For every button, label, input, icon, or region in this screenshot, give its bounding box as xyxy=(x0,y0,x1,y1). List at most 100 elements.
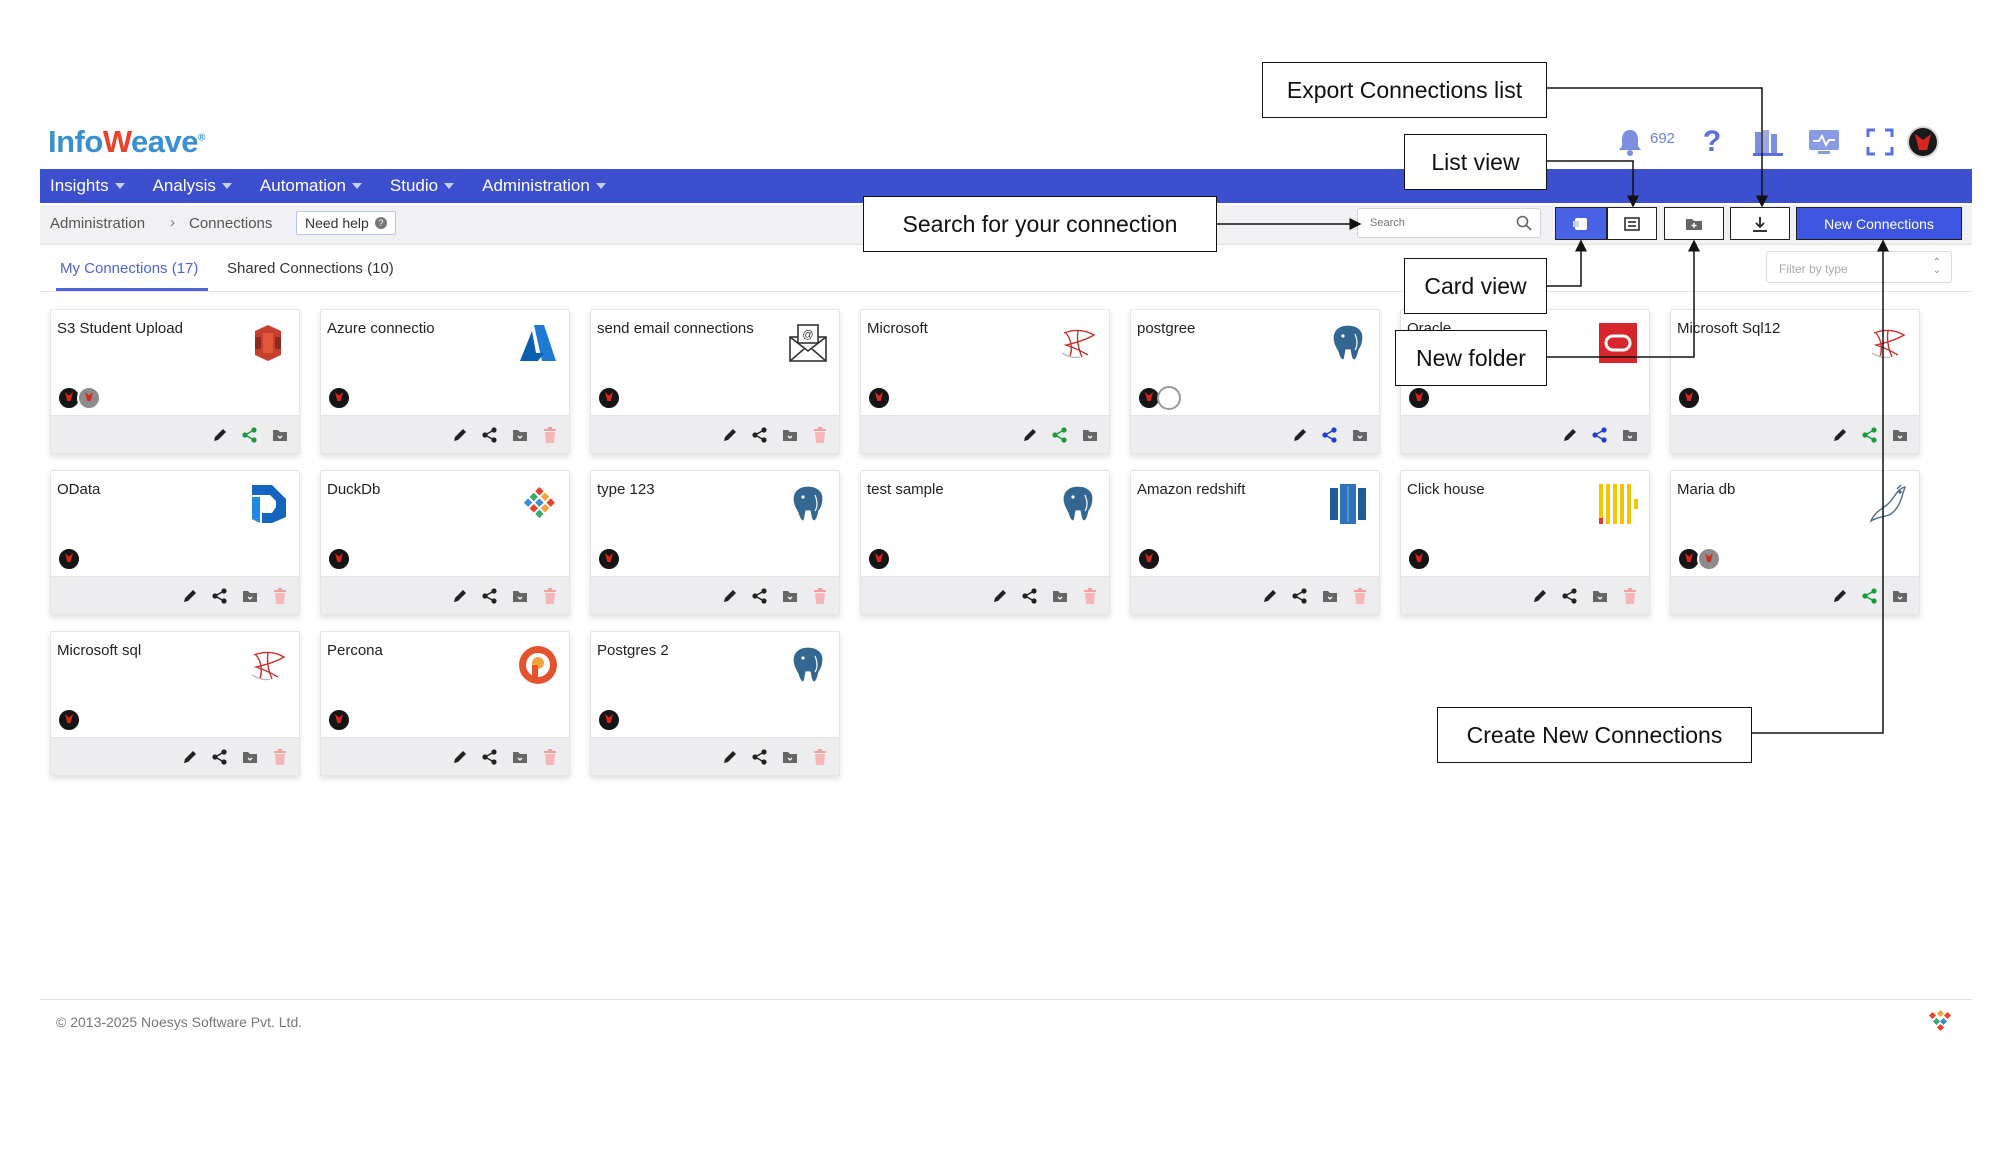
edit-icon[interactable] xyxy=(181,587,199,605)
edit-icon[interactable] xyxy=(211,426,229,444)
nav-studio[interactable]: Studio xyxy=(390,176,455,196)
share-icon[interactable] xyxy=(481,426,499,444)
share-icon[interactable] xyxy=(211,748,229,766)
move-to-folder-icon[interactable] xyxy=(1351,426,1369,444)
share-icon[interactable] xyxy=(481,587,499,605)
edit-icon[interactable] xyxy=(1561,426,1579,444)
edit-icon[interactable] xyxy=(721,748,739,766)
list-view-button[interactable] xyxy=(1607,207,1657,240)
move-to-folder-icon[interactable] xyxy=(781,748,799,766)
delete-icon[interactable] xyxy=(811,426,829,444)
need-help-button[interactable]: Need help? xyxy=(296,211,396,235)
edit-icon[interactable] xyxy=(721,587,739,605)
share-icon[interactable] xyxy=(751,426,769,444)
connection-card[interactable]: test sample xyxy=(860,470,1110,615)
edit-icon[interactable] xyxy=(1831,426,1849,444)
connection-card[interactable]: Microsoft Sql12 xyxy=(1670,309,1920,454)
share-icon[interactable] xyxy=(1021,587,1039,605)
delete-icon[interactable] xyxy=(541,748,559,766)
nav-automation[interactable]: Automation xyxy=(260,176,362,196)
connection-card[interactable]: type 123 xyxy=(590,470,840,615)
share-icon[interactable] xyxy=(1861,426,1879,444)
share-icon[interactable] xyxy=(751,748,769,766)
move-to-folder-icon[interactable] xyxy=(241,748,259,766)
share-icon[interactable] xyxy=(1561,587,1579,605)
search-icon[interactable] xyxy=(1516,215,1532,236)
move-to-folder-icon[interactable] xyxy=(511,748,529,766)
new-folder-button[interactable] xyxy=(1664,207,1724,240)
breadcrumb-administration[interactable]: Administration xyxy=(50,215,146,232)
user-avatar[interactable] xyxy=(1907,126,1939,158)
delete-icon[interactable] xyxy=(1621,587,1639,605)
edit-icon[interactable] xyxy=(451,426,469,444)
move-to-folder-icon[interactable] xyxy=(1891,426,1909,444)
nav-analysis[interactable]: Analysis xyxy=(153,176,232,196)
move-to-folder-icon[interactable] xyxy=(1591,587,1609,605)
move-to-folder-icon[interactable] xyxy=(1621,426,1639,444)
connection-card[interactable]: Azure connectio xyxy=(320,309,570,454)
share-icon[interactable] xyxy=(211,587,229,605)
export-button[interactable] xyxy=(1730,207,1790,240)
edit-icon[interactable] xyxy=(1531,587,1549,605)
move-to-folder-icon[interactable] xyxy=(781,587,799,605)
connection-card[interactable]: Postgres 2 xyxy=(590,631,840,776)
card-view-button[interactable] xyxy=(1555,207,1607,240)
connection-card[interactable]: DuckDb xyxy=(320,470,570,615)
fullscreen-icon[interactable] xyxy=(1862,124,1898,160)
delete-icon[interactable] xyxy=(811,587,829,605)
filter-by-type-select[interactable]: Filter by type ⌃⌄ xyxy=(1766,251,1952,283)
connection-card[interactable]: OData xyxy=(50,470,300,615)
monitor-icon[interactable] xyxy=(1806,124,1842,160)
delete-icon[interactable] xyxy=(811,748,829,766)
move-to-folder-icon[interactable] xyxy=(1051,587,1069,605)
share-icon[interactable] xyxy=(751,587,769,605)
connection-card[interactable]: postgree xyxy=(1130,309,1380,454)
connection-card[interactable]: Amazon redshift xyxy=(1130,470,1380,615)
move-to-folder-icon[interactable] xyxy=(781,426,799,444)
edit-icon[interactable] xyxy=(1021,426,1039,444)
edit-icon[interactable] xyxy=(991,587,1009,605)
share-icon[interactable] xyxy=(1591,426,1609,444)
move-to-folder-icon[interactable] xyxy=(1891,587,1909,605)
move-to-folder-icon[interactable] xyxy=(511,587,529,605)
edit-icon[interactable] xyxy=(451,587,469,605)
connection-card[interactable]: Microsoft xyxy=(860,309,1110,454)
move-to-folder-icon[interactable] xyxy=(1081,426,1099,444)
delete-icon[interactable] xyxy=(541,426,559,444)
notification-count[interactable]: 692 xyxy=(1650,130,1676,147)
edit-icon[interactable] xyxy=(451,748,469,766)
edit-icon[interactable] xyxy=(721,426,739,444)
library-icon[interactable] xyxy=(1750,124,1786,160)
nav-administration[interactable]: Administration xyxy=(482,176,606,196)
connection-card[interactable]: S3 Student Upload xyxy=(50,309,300,454)
nav-insights[interactable]: Insights xyxy=(50,176,125,196)
share-icon[interactable] xyxy=(1051,426,1069,444)
share-icon[interactable] xyxy=(241,426,259,444)
move-to-folder-icon[interactable] xyxy=(271,426,289,444)
share-icon[interactable] xyxy=(481,748,499,766)
move-to-folder-icon[interactable] xyxy=(1321,587,1339,605)
edit-icon[interactable] xyxy=(181,748,199,766)
delete-icon[interactable] xyxy=(271,587,289,605)
edit-icon[interactable] xyxy=(1831,587,1849,605)
delete-icon[interactable] xyxy=(541,587,559,605)
delete-icon[interactable] xyxy=(1081,587,1099,605)
connection-card[interactable]: Maria db xyxy=(1670,470,1920,615)
connection-card[interactable]: Percona xyxy=(320,631,570,776)
move-to-folder-icon[interactable] xyxy=(511,426,529,444)
new-connections-button[interactable]: New Connections xyxy=(1796,207,1962,240)
bell-icon[interactable] xyxy=(1612,124,1648,160)
connection-card[interactable]: Microsoft sql xyxy=(50,631,300,776)
delete-icon[interactable] xyxy=(1351,587,1369,605)
share-icon[interactable] xyxy=(1321,426,1339,444)
edit-icon[interactable] xyxy=(1291,426,1309,444)
search-input[interactable] xyxy=(1358,209,1508,237)
tab-my-connections[interactable]: My Connections (17) xyxy=(60,260,199,277)
tab-shared-connections[interactable]: Shared Connections (10) xyxy=(227,260,394,277)
delete-icon[interactable] xyxy=(271,748,289,766)
move-to-folder-icon[interactable] xyxy=(241,587,259,605)
help-icon[interactable]: ? xyxy=(1702,125,1722,158)
connection-card[interactable]: send email connections @ xyxy=(590,309,840,454)
connection-card[interactable]: Click house xyxy=(1400,470,1650,615)
share-icon[interactable] xyxy=(1291,587,1309,605)
